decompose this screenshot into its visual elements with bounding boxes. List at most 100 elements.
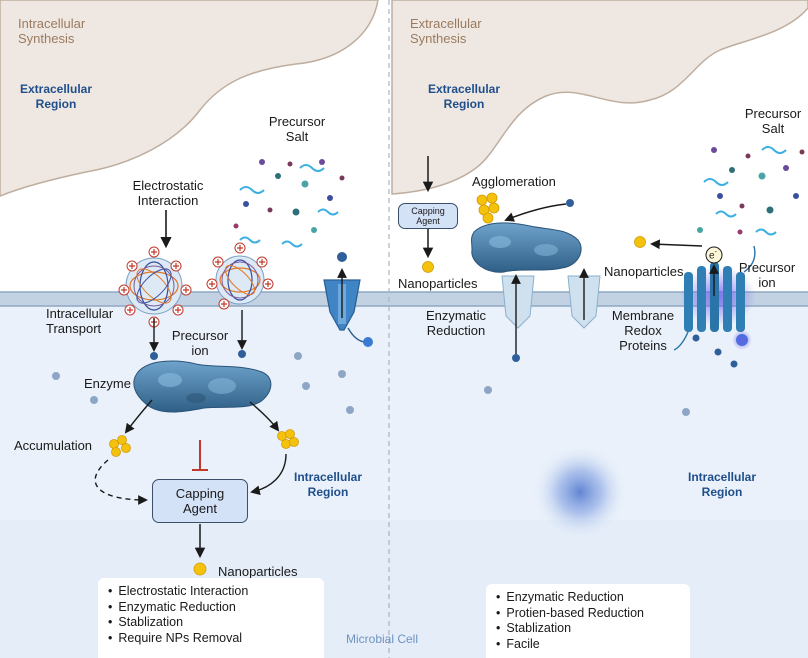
enzyme-protein-right [471,222,582,273]
agglomeration-label: Agglomeration [472,174,556,189]
electron-letter: e [709,250,715,262]
left-precursor-salt-line1: Precursor [268,114,326,129]
right-extracellular-line2: Region [443,97,485,111]
precursor-salt-particles-left [233,159,345,248]
left-intracellular-line1: Intracellular [293,470,363,484]
right-precursor-ion-line1: Precursor [738,260,796,275]
transport-line2: Transport [46,321,102,336]
right-nanoparticles-label-left: Nanoparticles [398,276,478,291]
membrane-enzyme-cluster-1 [125,257,183,315]
left-precursor-ion-line2: ion [191,343,209,358]
ion-dot [566,199,574,207]
ion-channel-right-2 [567,268,601,329]
arrow-cluster-to-capping [250,453,287,496]
enzyme-protein-left [133,360,272,413]
right-summary-item: Facile [496,637,680,653]
membrane-redox-protein [673,245,756,351]
left-precursor-ion-label: Precursor ion [168,328,232,358]
electron-label: e- [709,247,717,262]
membrane-redox-proteins-label: Membrane Redox Proteins [608,308,678,353]
ion-dot [150,352,158,360]
transport-line1: Intracellular [46,306,114,321]
left-extracellular-line1: Extracellular [19,82,93,96]
microbial-cell-label: Microbial Cell [346,632,419,646]
left-summary-list: Electrostatic Interaction Enzymatic Redu… [108,584,314,646]
left-summary-item: Require NPs Removal [108,631,314,647]
membrane-redox-line1: Membrane [611,308,675,323]
left-intracellular-line2: Region [307,485,349,499]
accumulation-label: Accumulation [14,438,93,453]
electrostatic-interaction-label: Electrostatic Interaction [120,178,216,208]
vesicle-glow [532,444,628,540]
enzyme-label: Enzyme [84,376,131,391]
intracellular-transport-label: Intracellular Transport [46,306,113,336]
left-precursor-salt-label: Precursor Salt [262,114,332,144]
right-summary-item: Stablization [496,621,680,637]
ion-dot [238,350,246,358]
left-precursor-ion-line1: Precursor [171,328,229,343]
right-summary-list: Enzymatic Reduction Protien-based Reduct… [496,590,680,652]
right-summary-item: Enzymatic Reduction [496,590,680,606]
cytoplasm-dots-right-dark [692,334,738,368]
left-summary-item: Stablization [108,615,314,631]
right-summary-box: Enzymatic Reduction Protien-based Reduct… [486,584,690,658]
right-capping-line2: Agent [416,216,440,226]
enzymatic-reduction-line1: Enzymatic [426,308,486,323]
right-capping-agent-box: Capping Agent [398,203,458,229]
right-intracellular-line1: Intracellular [687,470,757,484]
electron-charge: - [714,249,717,256]
arrow-electron-to-np [650,239,703,250]
right-synthesis-title-line1: Extracellular [410,16,482,31]
ion-channel-left [323,252,373,347]
right-precursor-ion-line2: ion [758,275,776,290]
right-intracellular-line2: Region [701,485,743,499]
electron-bubble [705,246,723,264]
left-summary-item: Enzymatic Reduction [108,600,314,616]
left-synthesis-title-line1: Intracellular [18,16,86,31]
right-cloud [391,0,808,195]
left-nanoparticles-label: Nanoparticles [218,564,298,579]
agglomeration-cluster [476,192,500,224]
precursor-salt-particles-right [697,146,805,236]
left-summary-box: Electrostatic Interaction Enzymatic Redu… [98,578,324,658]
left-intracellular-region-label: Intracellular Region [286,470,370,500]
right-synthesis-title-line2: Synthesis [410,31,467,46]
left-summary-item: Electrostatic Interaction [108,584,314,600]
left-capping-line2: Agent [183,501,217,516]
enzymatic-reduction-label: Enzymatic Reduction [414,308,498,338]
right-extracellular-region-label: Extracellular Region [422,82,506,112]
right-precursor-salt-line1: Precursor [744,106,802,121]
right-extracellular-line1: Extracellular [427,82,501,96]
left-synthesis-title-line2: Synthesis [18,31,75,46]
right-precursor-ion-label: Precursor ion [734,260,800,290]
left-extracellular-region-label: Extracellular Region [14,82,98,112]
cytoplasm-dots-right [484,386,690,416]
left-capping-agent-box: Capping Agent [152,479,248,523]
left-precursor-salt-line2: Salt [285,129,309,144]
nanoparticle-cluster-right [277,429,299,449]
enzymatic-reduction-line2: Reduction [426,323,486,338]
right-precursor-salt-line2: Salt [761,121,785,136]
right-synthesis-title: Extracellular Synthesis [410,16,482,46]
right-summary-item: Protien-based Reduction [496,606,680,622]
electrostatic-line2: Interaction [137,193,199,208]
right-intracellular-region-label: Intracellular Region [680,470,764,500]
left-capping-line1: Capping [175,486,225,501]
nanoparticle-final-left [193,562,207,576]
membrane-redox-line3: Proteins [619,338,667,353]
electrostatic-line1: Electrostatic [132,178,204,193]
arrow-enzyme-to-accumulation [124,399,153,434]
nanoparticle-right-small [422,261,434,273]
arrow-to-agglomeration [504,203,567,222]
right-capping-line1: Capping [411,206,445,216]
arrow-accumulation-to-capping [94,459,148,505]
ion-channel-right-1 [501,274,535,362]
left-synthesis-title: Intracellular Synthesis [18,16,85,46]
cytoplasm-dots-left [52,352,354,414]
nanoparticle-right-redox [634,236,646,248]
nanoparticle-cluster-accumulation [109,435,131,457]
membrane-enzyme-cluster-2 [215,255,265,305]
right-nanoparticles-label-right: Nanoparticles [604,264,684,279]
